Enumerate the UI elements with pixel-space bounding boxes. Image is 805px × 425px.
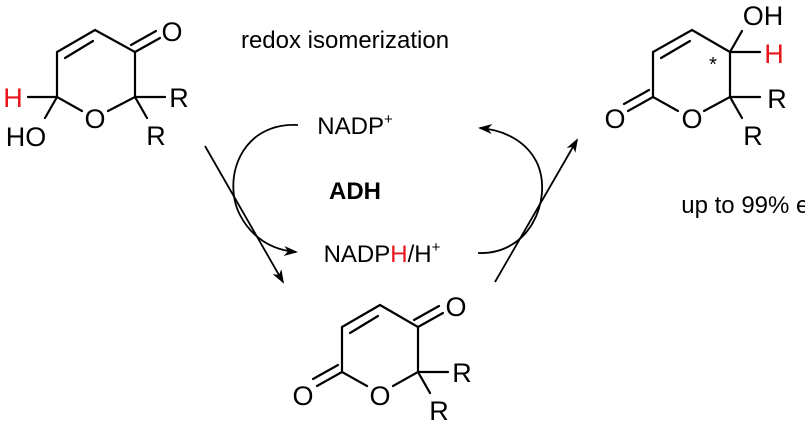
substituent-r1: R bbox=[767, 84, 787, 114]
ring-oxygen: O bbox=[369, 381, 390, 411]
substituent-r1: R bbox=[452, 358, 472, 388]
hydrogen-highlight: H bbox=[764, 39, 784, 69]
ketone-oxygen: O bbox=[445, 292, 466, 322]
hydrogen-highlight: H bbox=[3, 83, 23, 113]
hydroxyl: HO bbox=[6, 122, 47, 152]
cofactor-reduced: NADPH/H+ bbox=[324, 239, 441, 268]
ring-oxygen: O bbox=[84, 104, 105, 134]
product-hydroxylactone: O O OH H * R R bbox=[604, 1, 786, 151]
enzyme-label: ADH bbox=[329, 178, 381, 205]
cycle-arrow-right bbox=[477, 123, 543, 254]
carbonyl-oxygen: O bbox=[161, 17, 182, 47]
starting-material-hemiacetal: O O H HO R R bbox=[3, 17, 189, 152]
reaction-arrow-oxidation bbox=[204, 145, 284, 284]
reaction-arrow-reduction bbox=[494, 138, 579, 283]
substituent-r1: R bbox=[169, 83, 189, 113]
stereocenter-asterisk: * bbox=[709, 54, 717, 76]
lactone-carbonyl-oxygen: O bbox=[292, 381, 313, 411]
lactone-carbonyl-oxygen: O bbox=[604, 104, 625, 134]
intermediate-diketone: O O O R R bbox=[292, 292, 471, 425]
substituent-r2: R bbox=[743, 121, 763, 151]
ee-note: up to 99% ee bbox=[681, 192, 805, 219]
ring-oxygen: O bbox=[681, 104, 702, 134]
cofactor-oxidized: NADP+ bbox=[317, 111, 393, 140]
substituent-r2: R bbox=[429, 396, 449, 425]
hydroxyl: OH bbox=[743, 1, 784, 31]
scheme-title: redox isomerization bbox=[241, 27, 449, 54]
substituent-r2: R bbox=[146, 121, 166, 151]
cycle-arrow-left bbox=[232, 124, 299, 256]
